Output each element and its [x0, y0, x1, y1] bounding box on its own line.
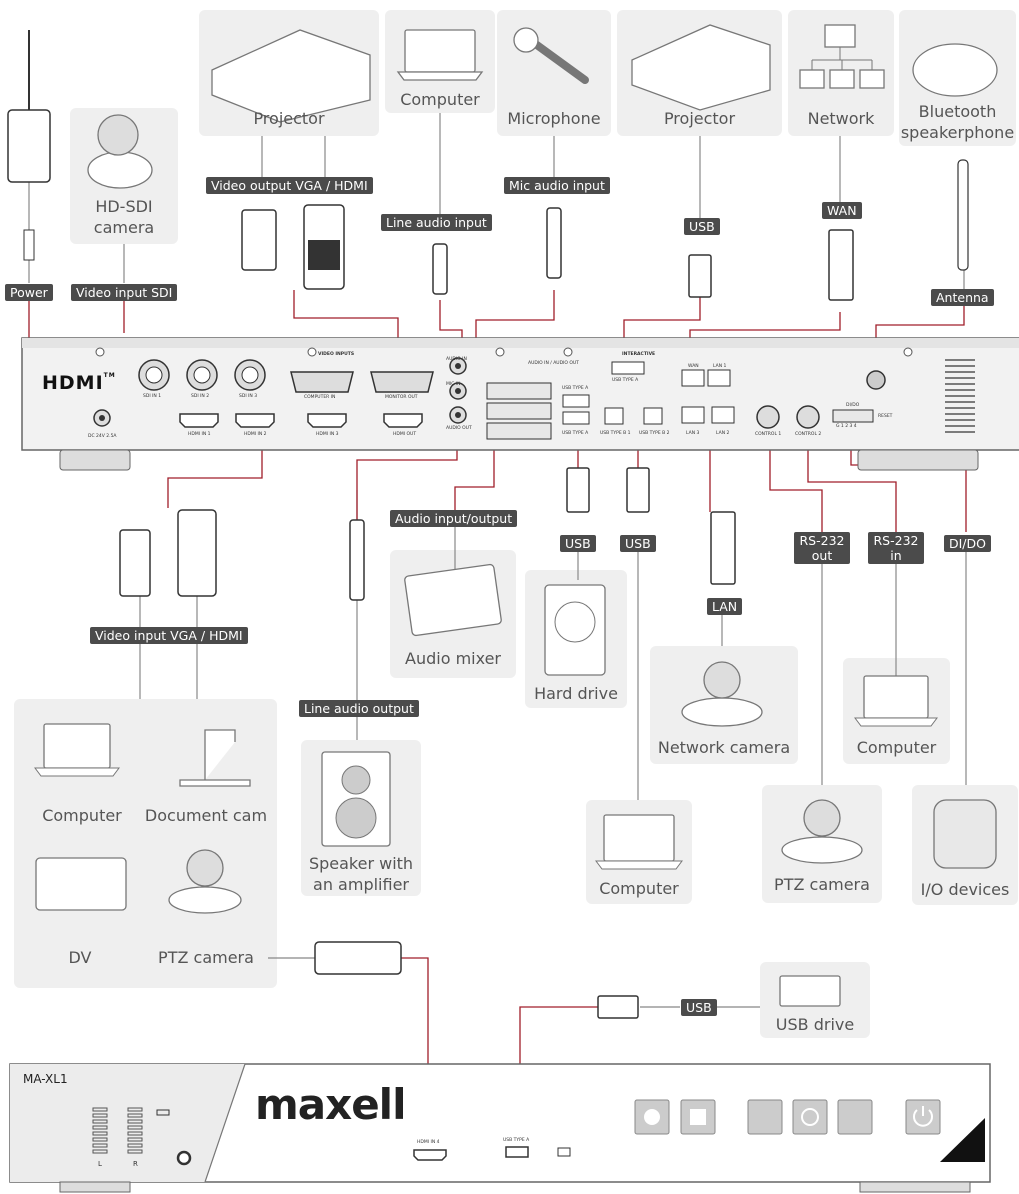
hard-drive-label: Hard drive: [534, 684, 618, 703]
tag-rs232-in-line-2: in: [890, 548, 902, 563]
label-lan-1: LAN 1: [713, 364, 727, 369]
microphone-box: [497, 10, 611, 136]
record-button[interactable]: [635, 1100, 669, 1134]
tag-usb-front: USB: [681, 999, 717, 1016]
label-usb-type-a-3: USB TYPE A: [562, 431, 589, 436]
hd-sdi-camera-label-1: HD-SDI: [95, 197, 153, 216]
tag-rs232-out: RS-232 out: [794, 532, 850, 564]
tag-rs232-in: RS-232 in: [868, 532, 924, 564]
front-hdmi-in-4-port[interactable]: [412, 1148, 448, 1162]
tag-lan: LAN: [707, 598, 743, 615]
projector-top-label: Projector: [253, 109, 325, 128]
meter-left-label: L: [98, 1160, 102, 1168]
label-sdi-in-1: SDI IN 1: [143, 394, 162, 399]
tag-rs232-in-line-1: RS-232: [873, 533, 919, 548]
front-label-usb-type-a: USB TYPE A: [503, 1138, 530, 1143]
io-devices-label: I/O devices: [920, 880, 1010, 899]
label-sdi-in-2: SDI IN 2: [191, 394, 210, 399]
projector-button[interactable]: [838, 1100, 872, 1134]
microphone-label: Microphone: [507, 109, 601, 128]
speaker-label-1: Speaker with: [308, 854, 414, 873]
label-video-inputs: VIDEO INPUTS: [318, 352, 355, 357]
label-lan-2: LAN 2: [716, 431, 730, 436]
computer-left-label: Computer: [42, 806, 122, 825]
info-button[interactable]: [793, 1100, 827, 1134]
tag-wan: WAN: [822, 202, 862, 219]
tag-di-do: DI/DO: [944, 535, 991, 552]
ptz-camera-right-label: PTZ camera: [774, 875, 870, 894]
projector-usb-label: Projector: [663, 109, 736, 128]
label-reset: RESET: [878, 414, 893, 419]
tag-usb-hard-drive: USB: [560, 535, 596, 552]
label-hdmi-out: HDMI OUT: [393, 432, 417, 437]
dv-label: DV: [68, 948, 92, 967]
hdmi-logo-text: HDMI: [42, 372, 104, 394]
tag-video-input-sdi: Video input SDI: [71, 284, 178, 301]
computer-top-label: Computer: [400, 90, 480, 109]
label-mic-in: MIC IN: [446, 382, 461, 387]
maxell-logo: maxell: [255, 1080, 406, 1129]
front-usb-port[interactable]: [504, 1145, 530, 1159]
label-control-2: CONTROL 2: [795, 432, 822, 437]
label-hdmi-in-1: HDMI IN 1: [188, 432, 211, 437]
tag-power: Power: [5, 284, 53, 301]
front-model-name: MA-XL1: [23, 1072, 68, 1086]
label-lan-3: LAN 3: [686, 431, 700, 436]
ptz-camera-left-label: PTZ camera: [158, 948, 254, 967]
label-usb-type-b-1: USB TYPE B 1: [600, 431, 631, 436]
network-label: Network: [807, 109, 875, 128]
tag-video-input-vga-hdmi: Video input VGA / HDMI: [90, 627, 248, 644]
speaker-label-2: an amplifier: [313, 875, 409, 894]
label-usb-type-a-1: USB TYPE A: [612, 378, 639, 383]
label-wan: WAN: [688, 364, 699, 369]
computer-rs232-label: Computer: [856, 738, 937, 757]
label-computer-in: COMPUTER IN: [304, 395, 336, 400]
label-hdmi-in-2: HDMI IN 2: [244, 432, 267, 437]
label-control-1: CONTROL 1: [755, 432, 782, 437]
meter-right-label: R: [133, 1160, 138, 1168]
front-label-hdmi-in-4: HDMI IN 4: [417, 1140, 440, 1145]
tag-usb-projector: USB: [684, 218, 720, 235]
label-sdi-in-3: SDI IN 3: [239, 394, 258, 399]
label-monitor-out: MONITOR OUT: [385, 395, 418, 400]
computer-usb-label: Computer: [599, 879, 679, 898]
tag-line-audio-output: Line audio output: [299, 700, 419, 717]
label-audio-in-out: AUDIO IN / AUDIO OUT: [528, 361, 579, 366]
label-dido: DI/DO: [846, 403, 860, 408]
speakerphone-label-1: Bluetooth: [918, 102, 997, 121]
label-hdmi-in-3: HDMI IN 3: [316, 432, 339, 437]
label-interactive: INTERACTIVE: [622, 352, 656, 357]
speakerphone-label-2: speakerphone: [900, 123, 1015, 142]
usb-drive-label: USB drive: [775, 1015, 855, 1034]
label-usb-type-a-2: USB TYPE A: [562, 386, 589, 391]
hd-sdi-camera-label-2: camera: [93, 218, 155, 237]
label-audio-in: AUDIO IN: [446, 357, 467, 362]
label-audio-out: AUDIO OUT: [446, 426, 472, 431]
power-button[interactable]: [906, 1100, 940, 1134]
label-usb-type-b-2: USB TYPE B 2: [639, 431, 670, 436]
audio-mixer-label: Audio mixer: [405, 649, 501, 668]
label-dc-in: DC 24V 2.5A: [88, 434, 117, 439]
reset-button[interactable]: [880, 420, 890, 430]
tag-rs232-out-line-1: RS-232: [799, 533, 845, 548]
stop-button[interactable]: [681, 1100, 715, 1134]
tag-video-output-vga-hdmi: Video output VGA / HDMI: [206, 177, 373, 194]
label-dido-pins: G 1 2 3 4: [836, 424, 857, 429]
network-camera-label: Network camera: [657, 738, 791, 757]
document-cam-label: Document cam: [144, 806, 268, 825]
tag-rs232-out-line-2: out: [811, 548, 833, 563]
layout-button[interactable]: [748, 1100, 782, 1134]
tag-audio-input-output: Audio input/output: [390, 510, 518, 527]
hdmi-logo: HDMITM: [42, 372, 116, 394]
tag-antenna: Antenna: [931, 289, 994, 306]
tag-usb-computer: USB: [620, 535, 656, 552]
tag-line-audio-input: Line audio input: [381, 214, 492, 231]
tag-mic-audio-input: Mic audio input: [504, 177, 610, 194]
